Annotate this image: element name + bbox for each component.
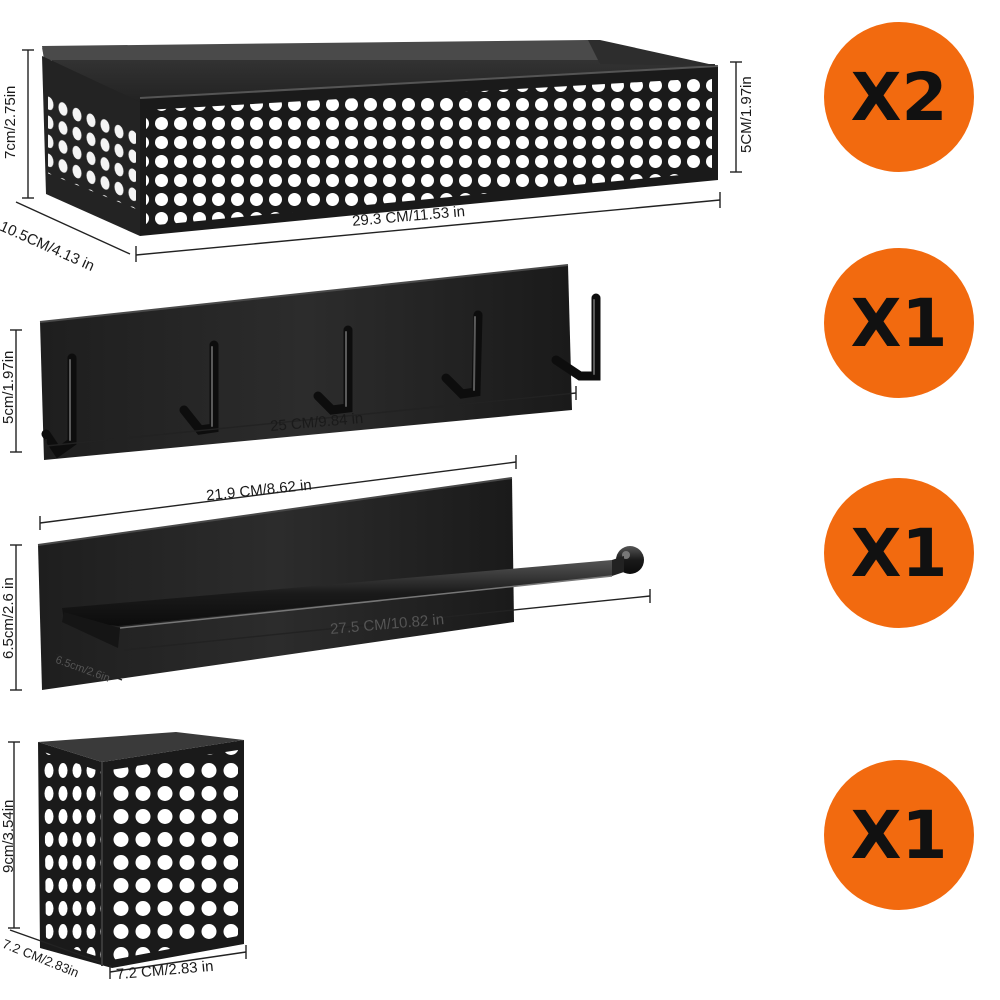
- utensil-cup: [38, 732, 244, 968]
- towel-holder: [37, 455, 644, 690]
- quantity-badge: X1: [824, 760, 974, 910]
- cup-height-label: 9cm/3.54in: [0, 799, 17, 873]
- quantity-badge: X2: [824, 22, 974, 172]
- hook-rack-dimension-lines: [10, 329, 577, 453]
- shelf-side-label: 5CM/1.97in: [738, 76, 755, 154]
- quantity-badge: X1: [824, 248, 974, 398]
- towel-height-label: 6.5cm/2.6 in: [0, 577, 17, 659]
- utensil-cup-dimension-lines: [8, 741, 247, 979]
- hook-rack-height-label: 5cm/1.97in: [0, 350, 17, 424]
- shelf-basket: [42, 40, 719, 236]
- shelf-height-label: 7cm/2.75in: [2, 85, 19, 159]
- shelf-dimension-lines: [15, 49, 742, 262]
- quantity-badge: X1: [824, 478, 974, 628]
- towel-holder-dimension-lines: [10, 544, 651, 691]
- hook-rack: [39, 264, 601, 460]
